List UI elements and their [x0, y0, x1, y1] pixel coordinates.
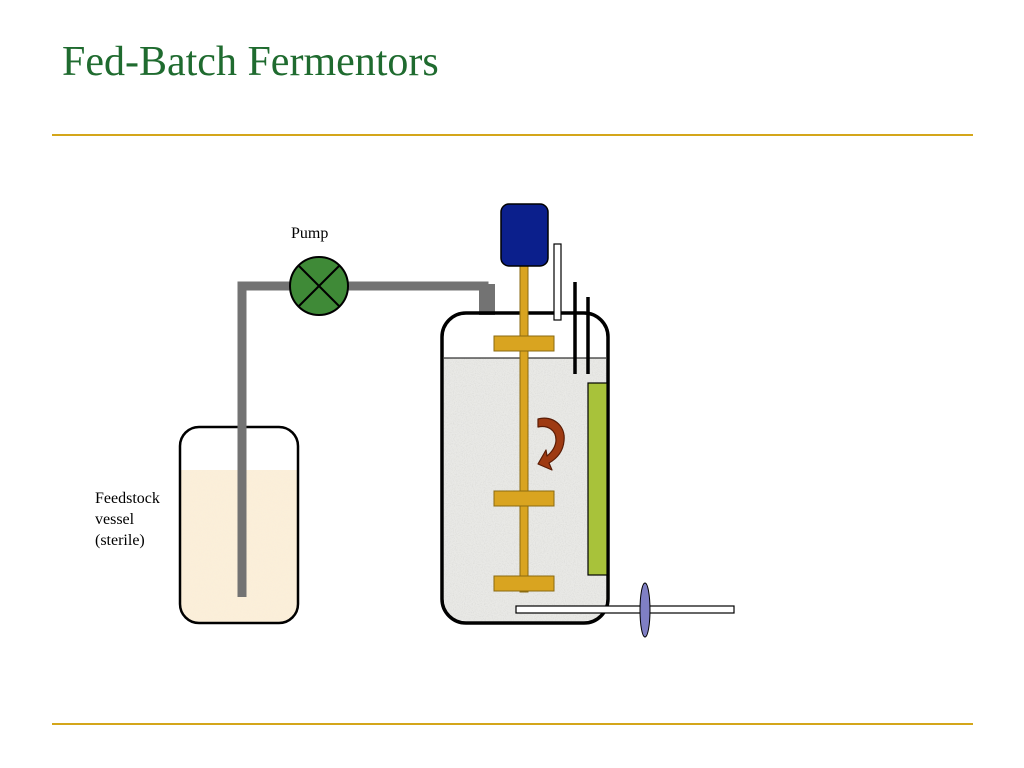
sparger-outlet	[515, 582, 735, 638]
heating-element	[587, 382, 608, 576]
feed-inlet	[479, 284, 495, 315]
footer-divider	[52, 723, 973, 725]
agitator-shaft	[519, 261, 529, 593]
pump-icon	[289, 256, 349, 316]
impeller-middle	[493, 490, 555, 507]
title-divider	[52, 134, 973, 136]
feedstock-label-line: vessel	[95, 511, 135, 528]
feedstock-vessel-label: Feedstock vessel (sterile)	[95, 488, 160, 551]
impeller-top	[493, 335, 555, 352]
sensor-probes	[573, 282, 590, 374]
slide-title: Fed-Batch Fermentors	[62, 39, 439, 85]
pump-label: Pump	[291, 225, 329, 242]
sparger-pipe	[515, 605, 735, 614]
feed-line	[237, 281, 495, 597]
valve-icon	[639, 582, 651, 638]
rotation-arrow-icon	[537, 417, 565, 471]
feedstock-label-line: (sterile)	[95, 532, 145, 549]
motor-icon	[500, 203, 549, 267]
impeller-bottom	[493, 575, 555, 592]
agitator	[493, 261, 555, 593]
probe-tube	[553, 243, 562, 321]
feedstock-label-line: Feedstock	[95, 490, 160, 507]
